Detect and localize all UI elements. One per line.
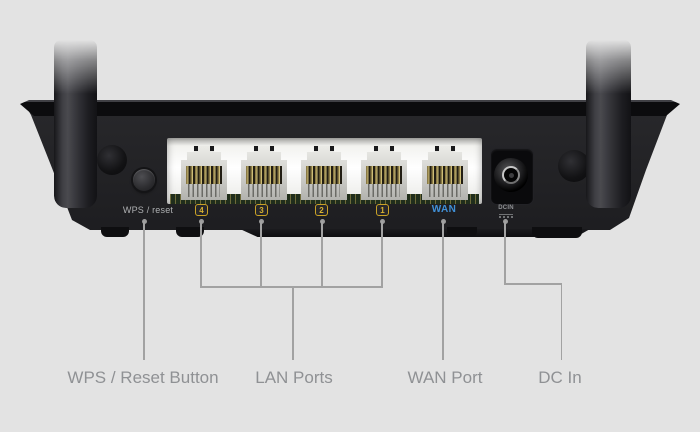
antenna-hinge-right bbox=[558, 150, 590, 182]
callout-line-lan-connector bbox=[200, 286, 383, 288]
jack-notch bbox=[450, 146, 455, 151]
callout-label-lan: LAN Ports bbox=[255, 368, 333, 387]
jack-legs bbox=[368, 184, 400, 197]
callout-line-lan4 bbox=[200, 221, 202, 287]
callout-line-lan2 bbox=[321, 221, 323, 287]
jack-notch bbox=[314, 146, 319, 151]
router-foot bbox=[447, 227, 477, 237]
jack-pins bbox=[306, 166, 342, 184]
antenna-right bbox=[586, 40, 631, 208]
callout-dot-lan4 bbox=[199, 219, 204, 224]
router-foot bbox=[176, 227, 204, 237]
router-top-edge bbox=[20, 100, 680, 116]
callout-dot-wan bbox=[441, 219, 446, 224]
callout-line-lan1 bbox=[381, 221, 383, 287]
callout-line-lan3 bbox=[260, 221, 262, 287]
wps-reset-button bbox=[133, 169, 155, 191]
callout-line-dc-upper bbox=[504, 221, 506, 284]
router-foot bbox=[532, 227, 582, 238]
dcin-rating-marks bbox=[499, 214, 513, 215]
jack-notch bbox=[435, 146, 440, 151]
antenna-hinge-left bbox=[97, 145, 127, 175]
jack-legs bbox=[248, 184, 280, 197]
wan-panel-label: WAN bbox=[431, 204, 457, 215]
callout-dot-wps bbox=[142, 219, 147, 224]
callout-dot-dc bbox=[503, 219, 508, 224]
lan-badge-2: 2 bbox=[315, 204, 328, 216]
jack-pins bbox=[246, 166, 282, 184]
jack-notch bbox=[269, 146, 274, 151]
callout-label-dc: DC In bbox=[538, 368, 582, 387]
lan-badge-1: 1 bbox=[376, 204, 389, 216]
jack-legs bbox=[188, 184, 220, 197]
jack-notch bbox=[374, 146, 379, 151]
dc-jack-pin bbox=[509, 173, 514, 178]
wan-port bbox=[422, 146, 468, 200]
wps-panel-label: WPS / reset bbox=[122, 205, 174, 215]
router-foot bbox=[101, 227, 129, 237]
jack-legs bbox=[429, 184, 461, 197]
callout-line-wan bbox=[442, 221, 444, 360]
jack-notch bbox=[194, 146, 199, 151]
dcin-panel-label: DCIN bbox=[498, 205, 514, 211]
lan-port-1 bbox=[361, 146, 407, 200]
jack-notch bbox=[389, 146, 394, 151]
jack-notch bbox=[254, 146, 259, 151]
lan-port-3 bbox=[241, 146, 287, 200]
jack-pins bbox=[366, 166, 402, 184]
antenna-left bbox=[54, 40, 97, 208]
lan-badge-4: 4 bbox=[195, 204, 208, 216]
jack-legs bbox=[308, 184, 340, 197]
lan-port-2 bbox=[301, 146, 347, 200]
lan-badge-3: 3 bbox=[255, 204, 268, 216]
bottom-lip bbox=[240, 229, 590, 237]
callout-dot-lan3 bbox=[259, 219, 264, 224]
callout-line-dc-connector bbox=[504, 283, 562, 285]
callout-dot-lan1 bbox=[380, 219, 385, 224]
jack-pins bbox=[186, 166, 222, 184]
lan-port-4 bbox=[181, 146, 227, 200]
callout-label-wan: WAN Port bbox=[407, 368, 483, 387]
callout-dot-lan2 bbox=[320, 219, 325, 224]
callout-label-wps: WPS / Reset Button bbox=[67, 368, 219, 387]
jack-notch bbox=[329, 146, 334, 151]
dcin-rating-marks bbox=[499, 216, 513, 218]
callout-line-lan-stem bbox=[292, 287, 294, 360]
jack-notch bbox=[209, 146, 214, 151]
jack-pins bbox=[427, 166, 463, 184]
callout-line-dc-stem bbox=[560, 284, 562, 360]
callout-line-wps bbox=[143, 221, 145, 360]
